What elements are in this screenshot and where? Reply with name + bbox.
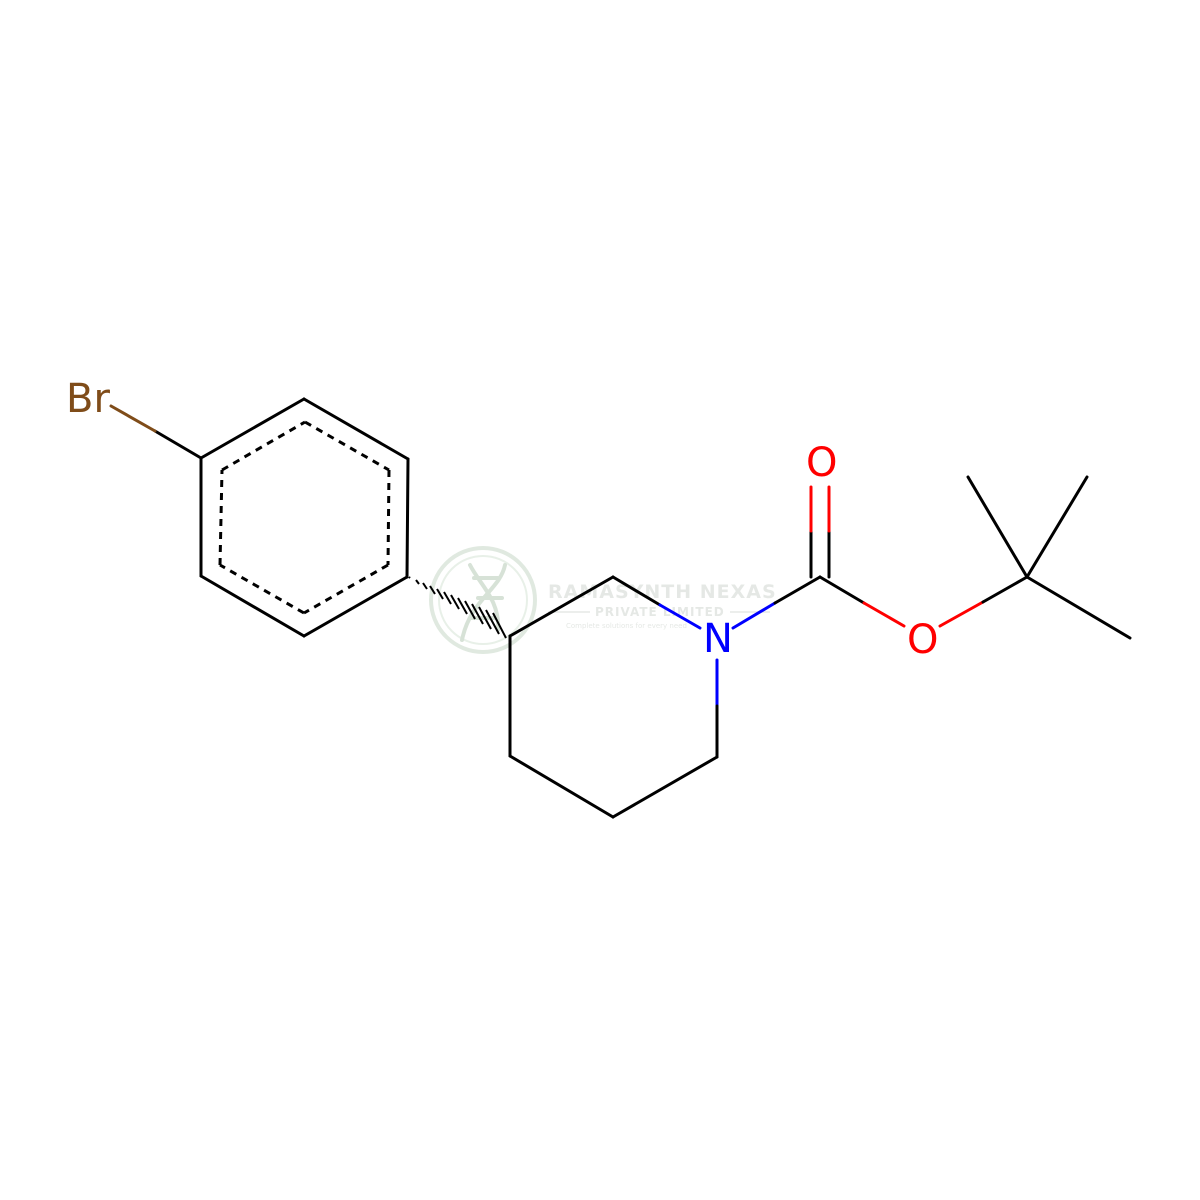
watermark-logo-circle	[429, 546, 537, 654]
ring-bond	[611, 755, 719, 819]
ring-bond	[508, 575, 615, 638]
ring-bond	[658, 603, 702, 630]
watermark: RAMASYNTH NEXAS PRIVATE LIMITED Complete…	[429, 546, 777, 654]
bromine-atom-label: Br	[66, 376, 110, 422]
leaf-dna-logo-icon	[460, 563, 507, 642]
aromatic-inner-bonds	[218, 420, 391, 615]
ring-bond	[199, 574, 306, 638]
aromatic-bond	[386, 469, 391, 566]
ring-bond	[611, 575, 662, 607]
nitrogen-atom-label: N	[703, 616, 733, 662]
carbonyl-oxygen-label: O	[806, 440, 837, 486]
piperidine-ring	[508, 575, 719, 819]
aromatic-bond	[218, 469, 224, 566]
aromatic-bond	[221, 420, 306, 472]
ring-bond	[405, 457, 410, 579]
hashed-wedge-bond	[408, 576, 507, 639]
bromophenyl-ring	[199, 397, 410, 638]
aromatic-bond	[304, 420, 390, 472]
aromatic-bond	[303, 563, 389, 615]
c-br-bond	[109, 404, 203, 460]
ester-oxygen-label: O	[907, 617, 938, 663]
ring-bond	[302, 575, 409, 638]
boc-group	[731, 475, 1132, 640]
watermark-subtitle: PRIVATE LIMITED	[595, 605, 725, 619]
ring-bond	[508, 754, 615, 819]
watermark-tagline: Complete solutions for every need	[566, 622, 687, 630]
ring-bond	[302, 397, 410, 461]
watermark-title: RAMASYNTH NEXAS	[548, 581, 777, 603]
ring-bond	[199, 397, 306, 460]
aromatic-bond	[219, 563, 305, 615]
